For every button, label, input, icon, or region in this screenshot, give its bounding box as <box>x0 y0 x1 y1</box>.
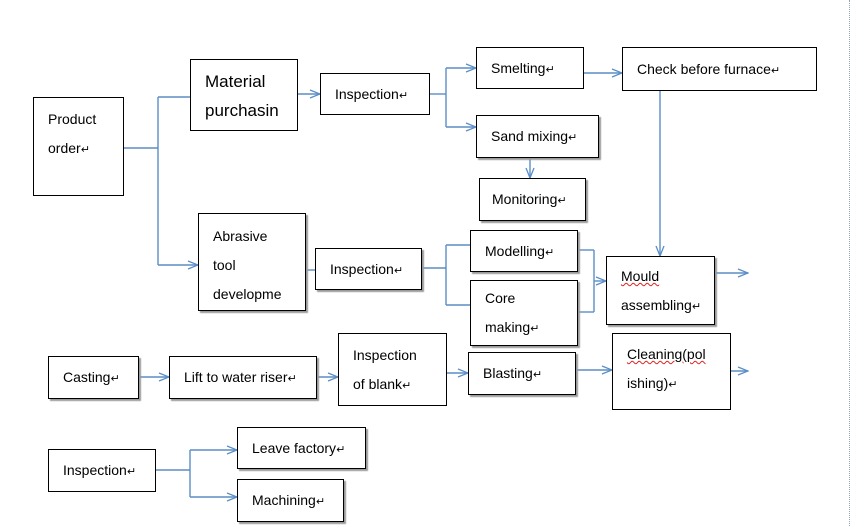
core-making-node: Core making↵ <box>470 280 578 346</box>
mould-assembling-node: Mould assembling↵ <box>606 256 715 325</box>
casting-node: Casting↵ <box>48 356 139 399</box>
return-mark: ↵ <box>770 65 781 77</box>
return-mark: ↵ <box>402 380 412 392</box>
return-mark: ↵ <box>668 379 678 391</box>
casting-label: Casting <box>63 369 111 385</box>
return-mark: ↵ <box>287 373 297 385</box>
return-mark: ↵ <box>80 144 90 156</box>
cleaning-line2: ishing) <box>627 375 669 391</box>
inspection-of-blank-node: Inspection of blank↵ <box>338 333 447 406</box>
inspection-2-label: Inspection <box>330 261 394 277</box>
inspection-of-blank-line1: Inspection <box>353 347 417 363</box>
product-order-node: Product order↵ <box>33 97 124 196</box>
return-mark: ↵ <box>398 90 409 102</box>
sand-mixing-label: Sand mixing <box>491 128 569 144</box>
core-making-line1: Core <box>485 290 516 306</box>
smelting-node: Smelting↵ <box>476 47 584 89</box>
return-mark: ↵ <box>126 466 137 478</box>
core-making-line2: making <box>485 319 531 335</box>
inspection-node-3: Inspection↵ <box>48 449 156 492</box>
return-mark: ↵ <box>691 301 702 313</box>
cleaning-polishing-node: Cleaning(pol ishing)↵ <box>612 333 731 410</box>
product-order-line2: order <box>48 140 81 156</box>
inspection-1-label: Inspection <box>335 86 399 102</box>
material-purchasing-line2: purchasin <box>205 101 279 120</box>
material-purchasing-node: Material purchasin <box>190 59 298 131</box>
machining-node: Machining↵ <box>237 479 344 522</box>
return-mark: ↵ <box>110 373 120 385</box>
return-mark: ↵ <box>545 64 555 76</box>
return-mark: ↵ <box>336 444 346 456</box>
page-edge-divider <box>846 0 850 526</box>
cleaning-line1: Cleaning(pol <box>627 346 706 362</box>
material-purchasing-line1: Material <box>205 72 266 91</box>
abrasive-tool-line1: Abrasive <box>213 228 268 244</box>
inspection-of-blank-line2: of blank <box>353 376 403 392</box>
sand-mixing-node: Sand mixing↵ <box>476 115 599 158</box>
monitoring-label: Monitoring <box>492 191 558 207</box>
return-mark: ↵ <box>530 323 540 335</box>
return-mark: ↵ <box>568 132 578 144</box>
return-mark: ↵ <box>315 496 326 508</box>
return-mark: ↵ <box>544 247 555 259</box>
lift-to-water-riser-node: Lift to water riser↵ <box>169 356 317 399</box>
blasting-node: Blasting↵ <box>468 352 576 395</box>
leave-factory-node: Leave factory↵ <box>237 427 366 469</box>
abrasive-tool-line3: developme <box>213 286 282 302</box>
product-order-line1: Product <box>48 111 97 127</box>
modelling-node: Modelling↵ <box>470 230 578 272</box>
blasting-label: Blasting <box>483 365 533 381</box>
abrasive-tool-line2: tool <box>213 257 236 273</box>
inspection-node-2: Inspection↵ <box>315 248 422 290</box>
check-before-furnace-node: Check before furnace↵ <box>622 47 817 91</box>
mould-assembling-line2: assembling <box>621 297 692 313</box>
leave-factory-label: Leave factory <box>252 440 337 456</box>
smelting-label: Smelting <box>491 60 546 76</box>
check-before-furnace-label: Check before furnace <box>637 61 771 77</box>
modelling-label: Modelling <box>485 243 545 259</box>
inspection-3-label: Inspection <box>63 462 127 478</box>
return-mark: ↵ <box>557 195 567 207</box>
lift-to-water-riser-label: Lift to water riser <box>184 369 288 385</box>
abrasive-tool-node: Abrasive tool developme <box>198 213 306 311</box>
inspection-node-1: Inspection↵ <box>320 73 430 115</box>
mould-assembling-line1: Mould <box>621 268 660 284</box>
return-mark: ↵ <box>393 265 404 277</box>
monitoring-node: Monitoring↵ <box>479 178 586 221</box>
return-mark: ↵ <box>532 369 543 381</box>
machining-label: Machining <box>252 492 316 508</box>
